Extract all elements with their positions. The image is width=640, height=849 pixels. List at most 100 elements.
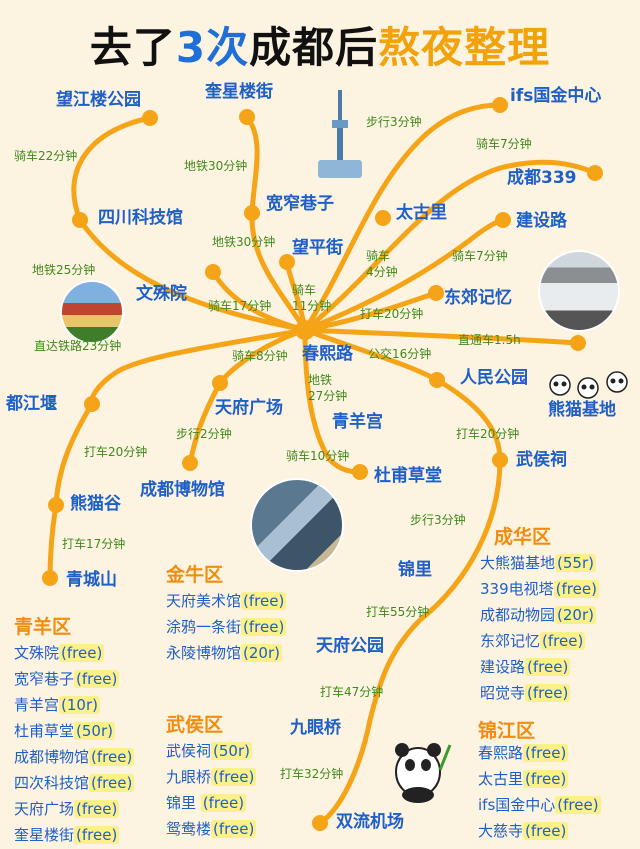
route-wangjianglou <box>71 115 308 333</box>
route-label-7: 骑车7分钟 <box>452 249 508 263</box>
route-south <box>302 327 503 826</box>
route-label-9a: 骑车 <box>292 283 317 297</box>
dongjiao-memory-photo <box>538 250 620 332</box>
route-label-3: 步行3分钟 <box>366 115 422 129</box>
tv-tower-icon <box>318 90 362 178</box>
district-chenghua-item: 大熊猫基地(55r) <box>480 554 596 572</box>
route-339 <box>302 159 598 333</box>
route-label-23: 打车55分钟 <box>366 605 430 619</box>
route-label-6b: 4分钟 <box>366 265 398 279</box>
place-tianfusquare[interactable]: 天府广场 <box>215 398 283 418</box>
district-qingyang-item: 四次科技馆(free) <box>14 774 135 792</box>
temple-photo <box>60 280 124 344</box>
route-label-15: 公交16分钟 <box>368 347 432 361</box>
place-jianshelu[interactable]: 建设路 <box>516 211 567 231</box>
place-taiguli[interactable]: 太古里 <box>396 203 447 223</box>
route-label-16b: 27分钟 <box>308 389 348 403</box>
district-jinjiang-item: ifs国金中心(free) <box>478 796 601 814</box>
route-label-13: 直通车1.5h <box>458 333 521 347</box>
panda-heads-icon <box>549 371 628 399</box>
title-part3: 成都后 <box>249 23 379 72</box>
place-qingyanggong[interactable]: 青羊宫 <box>332 412 383 432</box>
place-wenshuyuan[interactable]: 文殊院 <box>136 284 187 304</box>
place-dongjiao[interactable]: 东郊记忆 <box>444 288 512 308</box>
district-chenghua-item: 建设路(free) <box>480 658 571 676</box>
route-ifs <box>302 102 503 333</box>
district-qingyang-item: 杜甫草堂(50r) <box>14 722 115 740</box>
district-qingyang-item: 文殊院(free) <box>14 644 105 662</box>
route-label-4: 骑车7分钟 <box>476 137 532 151</box>
district-chenghua-head: 成华区 <box>494 526 552 548</box>
district-jinniu-head: 金牛区 <box>166 564 224 586</box>
district-chenghua-item: 339电视塔(free) <box>480 580 599 598</box>
district-qingyang-item: 青羊宫(10r) <box>14 696 100 714</box>
place-renminpark[interactable]: 人民公园 <box>460 368 528 388</box>
district-jinjiang-item: 大慈寺(free) <box>478 822 569 840</box>
place-tianfupark[interactable]: 天府公园 <box>316 636 384 656</box>
route-label-20: 骑车10分钟 <box>286 449 350 463</box>
district-wuhou-item: 鸳鸯楼(free) <box>166 820 257 838</box>
route-label-14: 骑车8分钟 <box>232 349 288 363</box>
route-dongjiao <box>302 290 439 333</box>
route-label-12: 直达铁路23分钟 <box>34 339 122 353</box>
place-wangjianglou[interactable]: 望江楼公园 <box>56 90 141 110</box>
place-qingchengshan[interactable]: 青城山 <box>66 570 117 590</box>
place-chengdu339[interactable]: 成都339 <box>507 168 577 188</box>
route-label-16a: 地铁 <box>308 373 333 387</box>
route-label-1: 骑车22分钟 <box>14 149 78 163</box>
route-label-19: 打车20分钟 <box>456 427 520 441</box>
route-panda <box>302 327 581 346</box>
route-label-17: 步行2分钟 <box>176 427 232 441</box>
place-museum[interactable]: 成都博物馆 <box>140 480 225 500</box>
route-label-22: 打车17分钟 <box>62 537 126 551</box>
district-jinjiang-item: 太古里(free) <box>478 770 569 788</box>
route-label-18: 打车20分钟 <box>84 445 148 459</box>
place-dujiangyan[interactable]: 都江堰 <box>6 394 57 414</box>
route-label-6a: 骑车 <box>366 249 391 263</box>
district-qingyang-head: 青羊区 <box>14 616 72 638</box>
district-qingyang-item: 奎星楼街(free) <box>14 826 120 844</box>
district-qingyang-item: 宽窄巷子(free) <box>14 670 120 688</box>
place-kuanzhai[interactable]: 宽窄巷子 <box>266 194 334 214</box>
district-wuhou-item: 锦里 (free) <box>166 794 247 812</box>
district-wuhou-item: 武侯祠(50r) <box>166 742 252 760</box>
place-wuhouci[interactable]: 武侯祠 <box>516 450 567 470</box>
place-jinli[interactable]: 锦里 <box>398 560 432 580</box>
place-airport[interactable]: 双流机场 <box>336 812 404 832</box>
title-part4: 熬夜整理 <box>378 23 551 72</box>
place-xiongmaogu[interactable]: 熊猫谷 <box>70 494 121 514</box>
place-sichuankeji[interactable]: 四川科技馆 <box>98 208 183 228</box>
route-label-5: 地铁30分钟 <box>212 235 276 249</box>
route-dufu <box>302 327 363 475</box>
district-wuhou-item: 九眼桥(free) <box>166 768 257 786</box>
place-ifs[interactable]: ifs国金中心 <box>510 86 602 106</box>
district-jinjiang-item: 春熙路(free) <box>478 744 569 762</box>
page-title: 去了3次成都后熬夜整理 <box>0 14 640 75</box>
place-chunxilu[interactable]: 春熙路 <box>302 344 353 364</box>
place-dufu[interactable]: 杜甫草堂 <box>374 466 442 486</box>
place-jiuyanqiao[interactable]: 九眼桥 <box>290 718 341 738</box>
museum-photo <box>250 478 344 572</box>
district-chenghua-item: 成都动物园(20r) <box>480 606 596 624</box>
district-wuhou-head: 武侯区 <box>166 714 224 736</box>
place-wangpingjie[interactable]: 望平街 <box>292 238 343 258</box>
place-pandabase[interactable]: 熊猫基地 <box>548 400 616 420</box>
district-qingyang-item: 天府广场(free) <box>14 800 120 818</box>
place-kuixinglou[interactable]: 奎星楼街 <box>205 82 273 102</box>
title-part1: 去了 <box>89 23 176 72</box>
route-wenshu <box>210 269 308 333</box>
panda-icon <box>395 743 452 803</box>
district-jinjiang-head: 锦江区 <box>478 720 536 742</box>
route-label-24: 打车47分钟 <box>320 685 384 699</box>
route-jianshelu <box>302 217 506 333</box>
district-jinniu-item: 天府美术馆(free) <box>166 592 287 610</box>
district-jinniu-item: 永陵博物馆(20r) <box>166 644 282 662</box>
district-chenghua-item: 东郊记忆(free) <box>480 632 586 650</box>
district-chenghua-item: 昭觉寺(free) <box>480 684 571 702</box>
route-label-10: 骑车17分钟 <box>208 299 272 313</box>
route-label-21: 步行3分钟 <box>410 513 466 527</box>
district-qingyang-item: 成都博物馆(free) <box>14 748 135 766</box>
route-label-25: 打车32分钟 <box>280 767 344 781</box>
route-label-11: 打车20分钟 <box>360 307 424 321</box>
